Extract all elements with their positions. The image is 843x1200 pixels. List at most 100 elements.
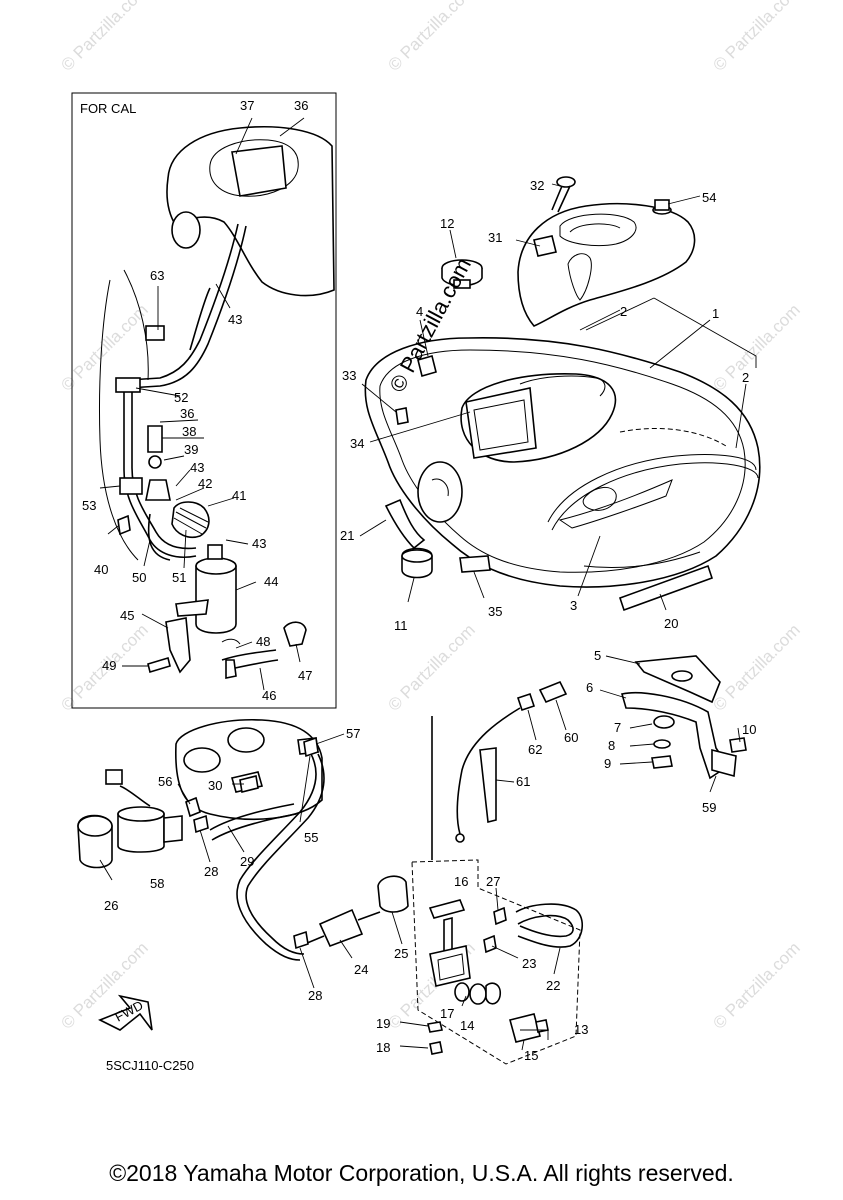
callout: 57 [346,726,360,741]
tank-cover-body [517,202,696,327]
clamp-27 [493,906,507,926]
callout: 31 [488,230,502,245]
fuel-filter-24 [293,908,381,950]
callout: 34 [350,436,364,451]
clamp-57 [303,736,319,758]
callout: 41 [232,488,246,503]
collar-7 [653,715,675,729]
standard-tank-bottom [175,719,325,961]
gasket-16 [428,899,466,919]
callout: 59 [702,800,716,815]
callout: 47 [298,668,312,683]
callout: 46 [262,688,276,703]
grommet-33 [395,407,409,425]
callout: 13 [574,1022,588,1037]
callout: 32 [530,178,544,193]
inset-frame [71,92,337,709]
callout: 49 [102,658,116,673]
callout: 55 [304,830,318,845]
bolt-10 [729,737,747,753]
watermark: © Partzilla.com [384,0,478,75]
fuel-cable [455,680,568,843]
callout: 53 [82,498,96,513]
callout: 43 [228,312,242,327]
clamp-28 [193,814,209,834]
copyright-footer: ©2018 Yamaha Motor Corporation, U.S.A. A… [109,1160,734,1186]
callout: 24 [354,962,368,977]
clamp-30 [239,775,259,793]
watermark: © Partzilla.com [709,0,803,75]
callout: 48 [256,634,270,649]
callout: 61 [516,774,530,789]
callout: 19 [376,1016,390,1031]
callout: 52 [174,390,188,405]
cap-25 [377,875,409,913]
o-ring-14 [469,983,487,1005]
leader-lines [99,117,757,1051]
strip-20 [618,564,714,612]
callout: 5 [594,648,601,663]
fwd-arrow: FWD [98,994,153,1031]
callout: 4 [416,304,423,319]
watermark: © Partzilla.com [57,0,151,75]
drawing-code: 5SCJ110-C250 [106,1058,194,1073]
washer-19 [427,1021,443,1033]
screw-18 [429,1041,443,1055]
callout: 29 [240,854,254,869]
callout: 2 [742,370,749,385]
fuel-cap [441,259,483,289]
clamp-28b [293,930,309,950]
for-cal-inset: FOR CAL [71,92,337,709]
callout: 42 [198,476,212,491]
callout: 44 [264,574,278,589]
callout: 7 [614,720,621,735]
callout: 30 [208,778,222,793]
callout: 17 [440,1006,454,1021]
screw-32 [551,176,576,213]
emblem-plate-4 [417,355,437,377]
watermark: © Partzilla.com [384,620,478,714]
callout: 58 [150,876,164,891]
callout: 23 [522,956,536,971]
callout: 26 [104,898,118,913]
plate-15 [509,1013,541,1043]
fuel-cock-assembly [411,716,583,1065]
callout: 1 [712,306,719,321]
callout: 54 [702,190,716,205]
callout: 6 [586,680,593,695]
callout: 27 [486,874,500,889]
callout: 36 [180,406,194,421]
callout: 2 [620,304,627,319]
callout: 40 [94,562,108,577]
fuel-tank [364,337,761,588]
callout: 37 [240,98,254,113]
callout: 60 [564,730,578,745]
callout: 20 [664,616,678,631]
fuel-pump-58 [77,769,183,869]
callout: 9 [604,756,611,771]
callout: 8 [608,738,615,753]
callout: 16 [454,874,468,889]
inset-label: FOR CAL [80,101,136,116]
callout: 50 [132,570,146,585]
callout: 28 [308,988,322,1003]
callout: 22 [546,978,560,993]
tank-cover [517,199,696,327]
callout: 45 [120,608,134,623]
callout: 38 [182,424,196,439]
callouts: 1 2 2 3 4 5 6 7 8 9 10 11 12 13 14 15 16… [82,98,756,1063]
callout: 63 [150,268,164,283]
callout: 14 [460,1018,474,1033]
callout: 39 [184,442,198,457]
callout: 12 [440,216,454,231]
callout: 21 [340,528,354,543]
callout: 15 [524,1048,538,1063]
callout: 62 [528,742,542,757]
o-ring-17 [454,982,470,1002]
callout: 43 [190,460,204,475]
fuel-tank-body [364,337,761,588]
callout: 18 [376,1040,390,1055]
callout: 56 [158,774,172,789]
callout: 43 [252,536,266,551]
